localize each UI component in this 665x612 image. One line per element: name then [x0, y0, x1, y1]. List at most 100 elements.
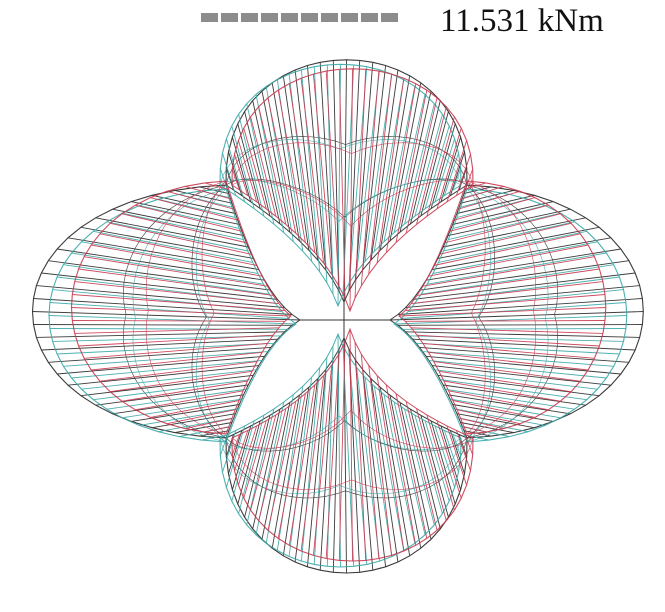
moment-ordinate-line	[91, 244, 263, 277]
moment-ordinate-line	[360, 354, 380, 559]
moment-ordinate-line	[231, 125, 255, 209]
moment-ordinate-line	[422, 256, 595, 287]
moment-ordinate-line	[99, 233, 258, 266]
moment-ordinate-line	[71, 307, 292, 317]
moment-ordinate-line	[49, 302, 289, 319]
moment-ordinate-line	[319, 359, 334, 571]
moment-ordinate-line	[300, 78, 325, 264]
moment-ordinate-line	[383, 86, 416, 242]
moment-ordinate-line	[246, 103, 275, 225]
envelope-inner-curve	[231, 327, 474, 439]
moment-ordinate-line	[131, 404, 240, 422]
moment-ordinate-line	[313, 357, 328, 565]
moment-ordinate-line	[405, 294, 606, 311]
moment-ordinate-line	[405, 97, 438, 234]
moment-ordinate-line	[139, 205, 240, 229]
moment-ordinate-line	[354, 69, 367, 299]
moment-ordinate-line	[300, 367, 321, 562]
moment-ordinate-line	[432, 237, 611, 270]
moment-ordinate-line	[231, 425, 252, 490]
envelope-contour-curve	[225, 419, 468, 452]
moment-ordinate-line	[166, 190, 236, 210]
moment-ordinate-line	[448, 204, 549, 233]
moment-ordinate-line	[112, 394, 244, 415]
moment-ordinate-line	[71, 252, 264, 285]
moment-ordinate-line	[376, 78, 405, 264]
envelope-inner-curve	[225, 180, 292, 435]
moment-ordinate-line	[433, 361, 581, 382]
moment-ordinate-line	[95, 217, 249, 248]
moment-ordinate-line	[411, 281, 603, 305]
moment-ordinate-line	[370, 69, 399, 260]
moment-ordinate-line	[139, 408, 240, 426]
moment-ordinate-line	[438, 370, 572, 393]
moment-ordinate-line	[219, 168, 228, 191]
moment-ordinate-line	[244, 415, 271, 518]
moment-ordinate-line	[354, 359, 374, 571]
moment-ordinate-line	[463, 426, 487, 433]
moment-ordinate-line	[443, 384, 586, 406]
moment-ordinate-line	[72, 294, 285, 311]
moment-ordinate-line	[99, 361, 258, 382]
moment-ordinate-line	[426, 248, 621, 281]
moment-ordinate-line	[463, 182, 487, 191]
moment-ordinate-line	[424, 125, 450, 209]
moment-ordinate-line	[438, 222, 572, 255]
moment-ordinate-line	[410, 100, 441, 224]
layer-black	[31, 59, 644, 574]
envelope-inner-curve	[225, 188, 297, 443]
moment-ordinate-line	[71, 359, 264, 379]
moment-ordinate-line	[276, 386, 304, 551]
envelope-outer-curve	[466, 180, 607, 435]
moment-ordinate-line	[36, 285, 285, 309]
moment-ordinate-line	[443, 217, 586, 248]
moment-ordinate-line	[121, 380, 248, 402]
moment-ordinate-line	[225, 425, 246, 488]
moment-ordinate-line	[74, 327, 279, 334]
moment-ordinate-line	[417, 268, 600, 296]
moment-ordinate-line	[370, 378, 399, 563]
moment-ordinate-line	[74, 281, 279, 305]
moment-ordinate-line	[360, 71, 380, 287]
moment-ordinate-line	[325, 71, 340, 287]
moment-ordinate-line	[452, 205, 546, 229]
moment-ordinate-line	[452, 408, 546, 426]
moment-ordinate-line	[166, 409, 236, 425]
moment-ordinate-line	[84, 256, 268, 287]
moment-ordinate-line	[376, 375, 405, 552]
moment-ordinate-line	[294, 69, 319, 260]
moment-ordinate-line	[428, 351, 589, 371]
moment-ordinate-line	[404, 408, 435, 526]
moment-ordinate-line	[72, 320, 285, 322]
moment-ordinate-line	[306, 65, 327, 270]
moment-ordinate-line	[379, 387, 411, 556]
moment-ordinate-line	[399, 91, 432, 233]
envelope-contour-curve	[231, 180, 474, 227]
moment-ordinate-line	[432, 241, 598, 274]
moment-ordinate-line	[63, 350, 270, 367]
moment-ordinate-line	[110, 222, 253, 255]
moment-ordinate-line	[33, 298, 293, 315]
moment-ordinate-line	[349, 328, 353, 562]
moment-ordinate-line	[234, 154, 249, 196]
moment-ordinate-line	[356, 367, 381, 562]
moment-ordinate-line	[411, 327, 603, 334]
envelope-inner-curve	[219, 184, 462, 308]
moment-ordinate-line	[349, 68, 353, 312]
moment-ordinate-line	[421, 264, 614, 295]
envelope-contour-curve	[466, 180, 537, 435]
envelope-outer-curve	[231, 437, 474, 562]
scale-value-label: 11.531 kNm	[440, 3, 604, 39]
moment-ordinate-line	[449, 430, 465, 474]
moment-ordinate-line	[455, 430, 471, 471]
moment-ordinate-line	[48, 260, 271, 291]
moment-ordinate-line	[443, 430, 459, 473]
moment-ordinate-line	[452, 201, 554, 225]
moment-ordinate-line	[300, 375, 325, 552]
moment-ordinate-line	[135, 204, 244, 233]
moment-ordinate-line	[443, 221, 575, 252]
moment-ordinate-line	[421, 350, 614, 367]
moment-ordinate-line	[443, 213, 561, 244]
moment-ordinate-line	[379, 75, 411, 251]
